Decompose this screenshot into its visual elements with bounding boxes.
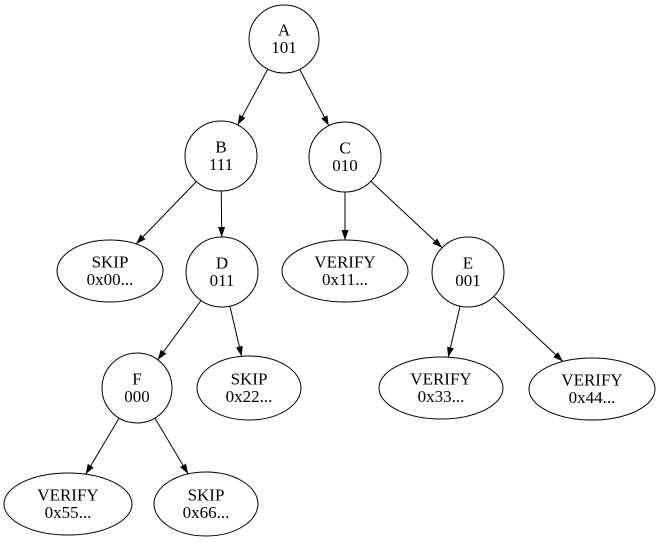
node-verify33-line-1: 0x33... (418, 387, 465, 406)
edge-E-verify33 (447, 305, 461, 358)
node-verify44-line-0: VERIFY (561, 371, 622, 390)
node-verify55-line-1: 0x55... (45, 503, 92, 522)
node-skip22-ellipse-shape (196, 355, 302, 421)
node-E-circle-shape (431, 236, 505, 308)
node-verify44-ellipse-shape (528, 357, 656, 421)
node-C-line-1: 010 (332, 156, 358, 175)
node-F-line-1: 000 (124, 387, 150, 406)
node-D-circle-shape (185, 236, 259, 308)
node-B-circle-shape (184, 120, 258, 192)
node-verify11-line-0: VERIFY (314, 253, 375, 272)
node-skip22-line-1: 0x22... (226, 387, 273, 406)
node-skip00-line-1: 0x00... (87, 270, 134, 289)
node-verify44-line-1: 0x44... (569, 388, 616, 407)
edge-A-C (299, 69, 330, 126)
edge-E-verify44 (493, 296, 564, 362)
node-D-line-0: D (216, 254, 228, 273)
node-verify55-ellipse-shape (3, 472, 133, 536)
node-A-line-1: 101 (271, 38, 297, 57)
node-verify33-line-0: VERIFY (410, 370, 471, 389)
edge-C-E (370, 180, 443, 249)
node-skip00-line-0: SKIP (92, 253, 129, 272)
node-D-line-1: 011 (210, 271, 235, 290)
node-verify55-line-0: VERIFY (37, 486, 98, 505)
node-skip22-line-0: SKIP (231, 370, 268, 389)
node-skip66-line-0: SKIP (188, 486, 225, 505)
node-E-line-0: E (463, 254, 473, 273)
node-skip00-ellipse-shape (56, 239, 164, 303)
node-verify11-ellipse-shape (281, 239, 409, 303)
node-B-line-1: 111 (209, 155, 233, 174)
node-A-line-0: A (278, 21, 291, 40)
node-verify11-line-1: 0x11... (322, 270, 368, 289)
node-E-line-1: 001 (455, 271, 481, 290)
edge-B-skip00 (135, 181, 197, 245)
edge-F-verify55 (85, 417, 120, 475)
edge-F-skip66 (154, 417, 189, 475)
node-F-circle-shape (101, 352, 173, 424)
node-B-line-0: B (215, 138, 226, 157)
node-skip66-line-1: 0x66... (183, 503, 230, 522)
edge-D-skip22 (229, 305, 243, 357)
node-C-line-0: C (339, 139, 350, 158)
edge-D-F (157, 300, 202, 361)
node-verify33-ellipse-shape (378, 356, 504, 420)
node-skip66-ellipse-shape (153, 471, 259, 537)
node-A-circle-shape (248, 4, 320, 74)
edge-A-B (237, 68, 269, 126)
node-C-circle-shape (308, 121, 382, 193)
node-F-line-0: F (132, 370, 141, 389)
